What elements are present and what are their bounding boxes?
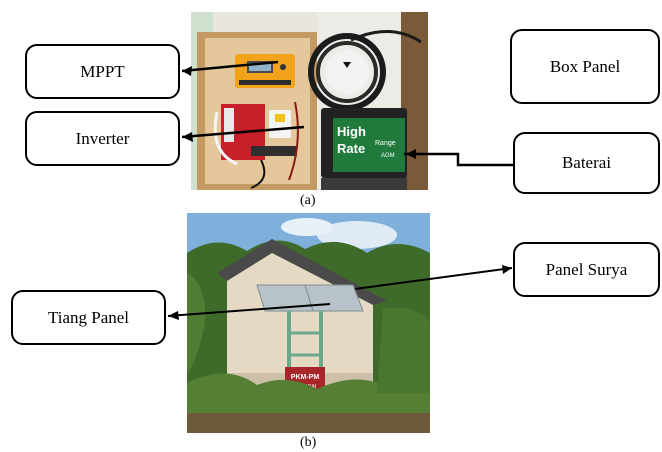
label-panel-surya: Panel Surya	[513, 242, 660, 297]
arrowhead-panel-surya	[502, 265, 512, 274]
label-mppt: MPPT	[25, 44, 180, 99]
label-tiang-panel: Tiang Panel	[11, 290, 166, 345]
photo-panel-box: High Rate Range AGM	[191, 12, 428, 190]
label-inverter-text: Inverter	[75, 128, 130, 148]
photo-solar-site: PKM-PM SEMARAI 2022	[187, 213, 430, 433]
battery-text-rate: Rate	[337, 141, 365, 156]
battery-text-high: High	[337, 124, 366, 139]
label-inverter: Inverter	[25, 111, 180, 166]
arrowhead-tiang-panel	[168, 311, 179, 320]
label-mppt-text: MPPT	[80, 61, 125, 81]
label-panel-surya-text: Panel Surya	[545, 259, 628, 279]
label-baterai: Baterai	[513, 132, 660, 194]
label-tiang-panel-text: Tiang Panel	[47, 307, 130, 327]
caption-b: (b)	[300, 435, 317, 450]
sign-text-pkm: PKM-PM	[291, 374, 320, 381]
label-baterai-text: Baterai	[561, 153, 612, 172]
label-box-panel-text: Box Panel	[549, 56, 621, 76]
caption-a: (a)	[300, 193, 316, 208]
label-box-panel: Box Panel	[510, 29, 660, 104]
battery-text-range: Range	[375, 140, 396, 147]
battery-text-agm: AGM	[381, 153, 395, 159]
